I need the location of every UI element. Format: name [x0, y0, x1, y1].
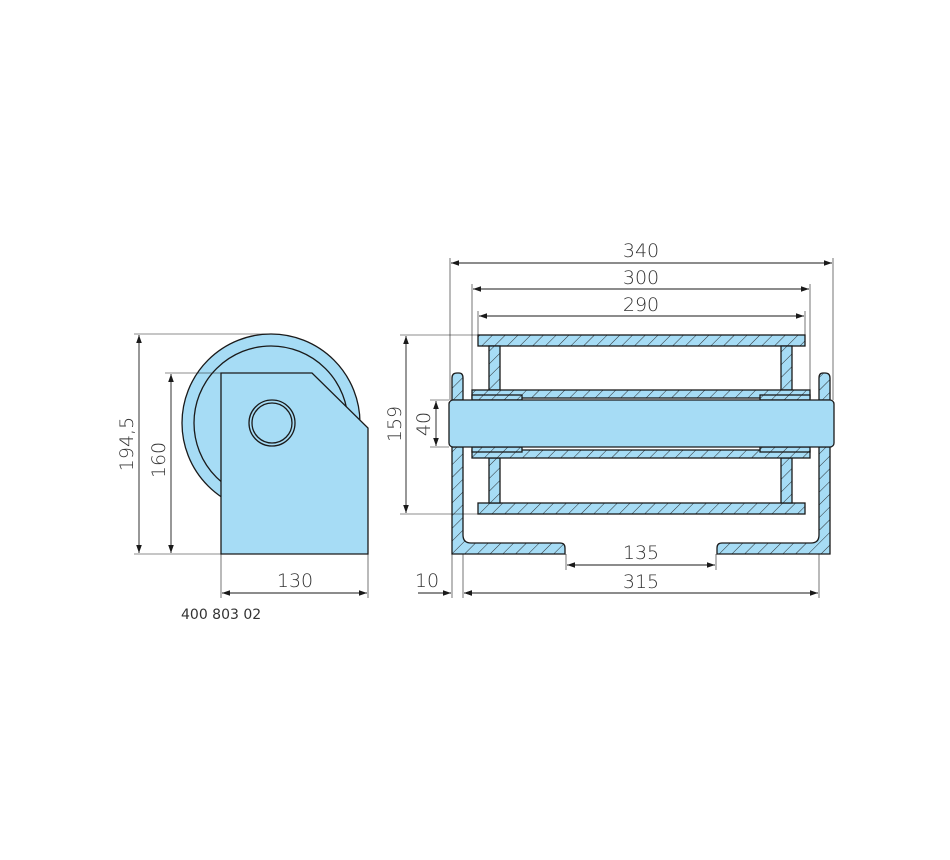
label-bracket-height: 160: [148, 442, 170, 478]
label-overall-length: 340: [623, 240, 659, 262]
bearing: [471, 394, 523, 401]
label-tube-length: 300: [623, 267, 659, 289]
disc: [780, 345, 793, 391]
frame-right: [818, 372, 831, 401]
frame-right-lower: [716, 446, 831, 555]
label-base-opening: 135: [623, 542, 659, 564]
part-number: 400 803 02: [181, 607, 261, 623]
label-roller-diameter: 159: [384, 406, 406, 442]
disc: [488, 345, 501, 391]
label-bracket-width: 130: [277, 570, 313, 592]
tube-top: [471, 389, 811, 399]
frame-left-lower: [451, 446, 566, 555]
side-view: 194,5 160 130 400 803 02: [116, 333, 369, 623]
frame-left: [451, 372, 464, 401]
shaft: [448, 399, 835, 448]
bearing: [759, 394, 811, 401]
label-shell-length: 290: [623, 294, 659, 316]
section-view: 340 300 290 159 40 135 315 10: [384, 240, 835, 598]
label-frame-inner-length: 315: [623, 571, 659, 593]
tube-bottom: [471, 449, 811, 459]
hub-inner: [251, 402, 293, 444]
bearing: [759, 446, 811, 453]
label-frame-thickness: 10: [415, 570, 439, 592]
shell-bottom: [477, 502, 806, 515]
bearing: [471, 446, 523, 453]
label-shaft-diameter: 40: [413, 412, 435, 436]
disc: [780, 457, 793, 504]
disc: [488, 457, 501, 504]
shell-top: [477, 334, 806, 347]
label-overall-height: 194,5: [116, 417, 138, 471]
